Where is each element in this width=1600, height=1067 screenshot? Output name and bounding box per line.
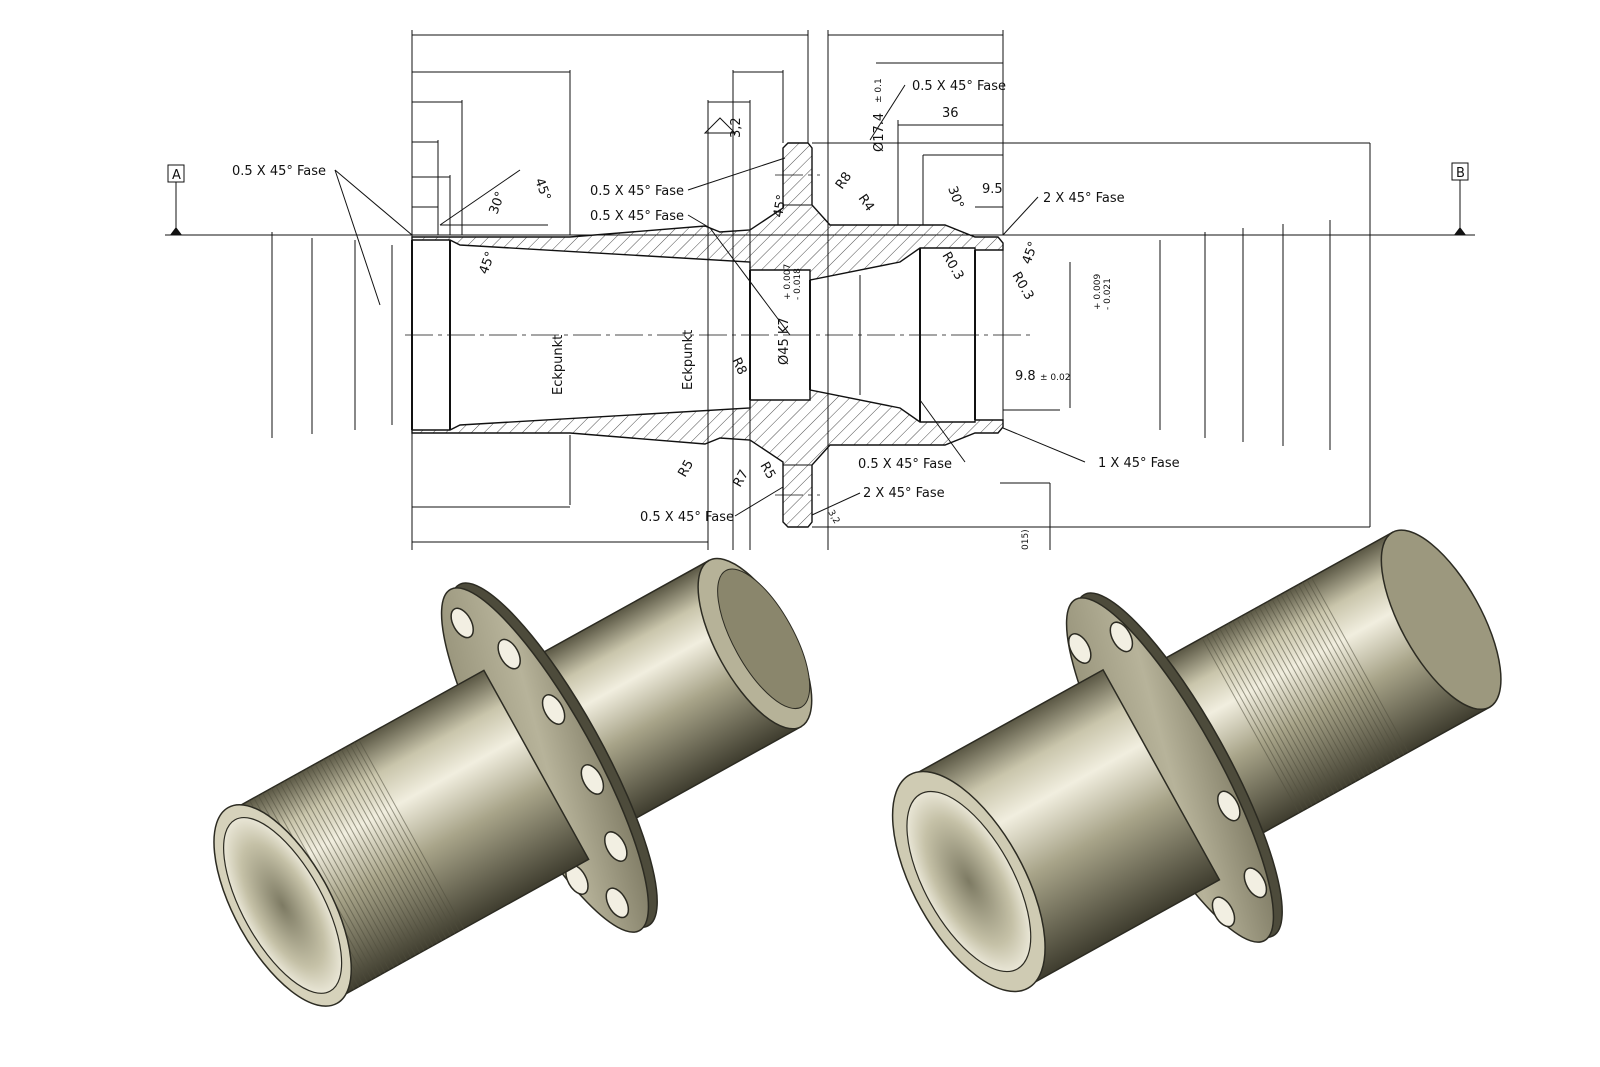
datum-b-marker: B xyxy=(1451,162,1469,235)
svg-text:0.5 X 45° Fase: 0.5 X 45° Fase xyxy=(858,457,952,472)
svg-text:45°: 45° xyxy=(771,193,790,218)
svg-text:2 X 45° Fase: 2 X 45° Fase xyxy=(863,486,945,501)
svg-text:0.5 X 45° Fase: 0.5 X 45° Fase xyxy=(640,510,734,525)
svg-text:1 X 45° Fase: 1 X 45° Fase xyxy=(1098,456,1180,471)
svg-text:+ 0.007: + 0.007 xyxy=(783,264,793,300)
render-right-isometric xyxy=(891,529,1502,993)
annotations: 0.5 X 45° Fase 0.5 X 45° Fase 0.5 X 45° … xyxy=(232,78,1180,550)
svg-text:9.5: 9.5 xyxy=(982,182,1003,197)
svg-text:R8: R8 xyxy=(728,355,749,377)
svg-text:- 0.021: - 0.021 xyxy=(1103,278,1113,310)
svg-text:0.5 X 45° Fase: 0.5 X 45° Fase xyxy=(590,184,684,199)
svg-text:Ø17.4: Ø17.4 xyxy=(872,113,887,152)
svg-text:30°: 30° xyxy=(944,184,966,211)
svg-text:R8: R8 xyxy=(833,170,855,193)
svg-text:R5: R5 xyxy=(757,460,779,482)
svg-text:R0.3: R0.3 xyxy=(939,250,967,283)
svg-text:B: B xyxy=(1456,166,1465,181)
svg-text:R0.3: R0.3 xyxy=(1009,270,1037,303)
svg-text:R5: R5 xyxy=(675,458,697,480)
svg-text:R4: R4 xyxy=(855,192,877,215)
svg-text:30°: 30° xyxy=(487,190,509,217)
svg-text:36: 36 xyxy=(942,106,959,121)
svg-text:Eckpunkt: Eckpunkt xyxy=(551,335,566,395)
svg-text:2 X 45° Fase: 2 X 45° Fase xyxy=(1043,191,1125,206)
render-left-isometric xyxy=(213,557,813,1007)
svg-text:0.5 X 45° Fase: 0.5 X 45° Fase xyxy=(912,79,1006,94)
flange-holes xyxy=(450,607,630,919)
svg-text:45°: 45° xyxy=(477,250,499,277)
svg-text:45°: 45° xyxy=(531,176,553,203)
dimension-lines xyxy=(271,30,1371,550)
svg-text:Eckpunkt: Eckpunkt xyxy=(681,330,696,390)
svg-text:± 0.1: ± 0.1 xyxy=(874,78,884,103)
svg-text:Ø45 K7: Ø45 K7 xyxy=(777,317,792,365)
section-view: A B 0.5 X 45° Fase 0.5 X 45° Fase 0.5 X … xyxy=(165,30,1475,550)
datum-a-marker: A xyxy=(167,164,185,235)
svg-text:A: A xyxy=(172,168,181,183)
svg-text:015): 015) xyxy=(1021,529,1031,550)
svg-text:3,2: 3,2 xyxy=(729,117,744,138)
svg-text:0.5 X 45° Fase: 0.5 X 45° Fase xyxy=(232,164,326,179)
svg-text:45°: 45° xyxy=(1020,240,1042,267)
svg-text:± 0.02: ± 0.02 xyxy=(1040,373,1070,383)
svg-text:0.5 X 45° Fase: 0.5 X 45° Fase xyxy=(590,209,684,224)
svg-text:9.8: 9.8 xyxy=(1015,369,1036,384)
svg-text:+ 0.009: + 0.009 xyxy=(1093,274,1103,310)
svg-text:- 0.018: - 0.018 xyxy=(793,268,803,300)
svg-text:R7: R7 xyxy=(730,468,752,490)
